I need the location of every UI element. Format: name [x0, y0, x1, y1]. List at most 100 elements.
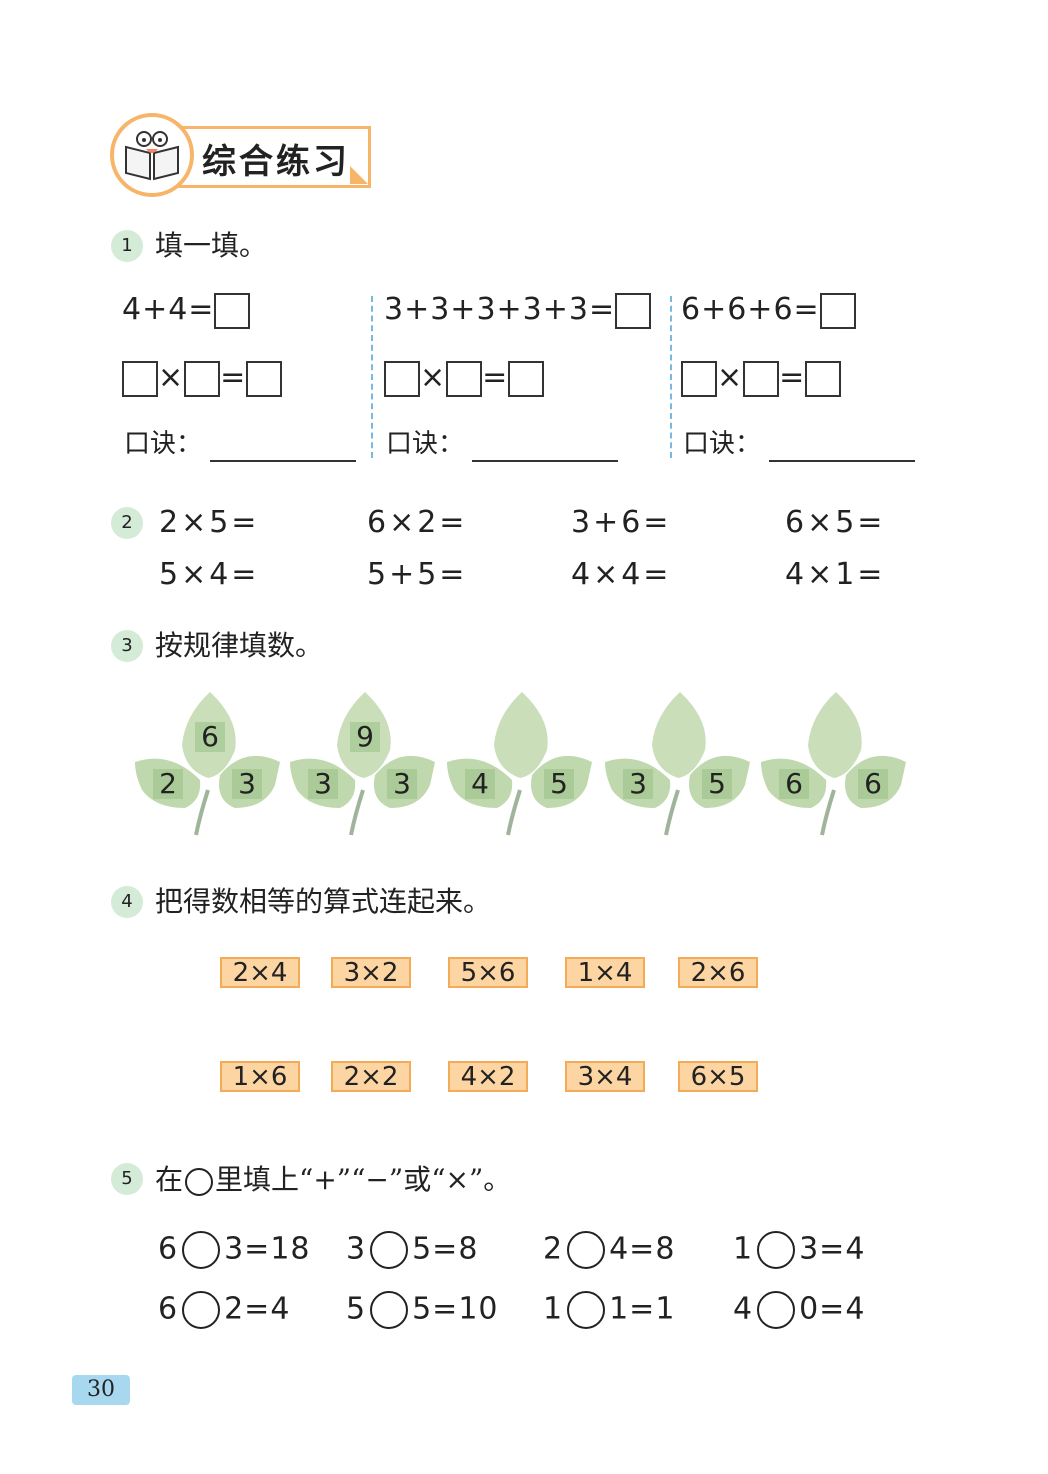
- koujue-row: 口诀：: [683, 426, 916, 462]
- leaf-cluster: [285, 690, 445, 840]
- equation: 4×1=: [785, 557, 886, 592]
- equation: 3+6=: [571, 505, 672, 540]
- leaf-left-number: 4: [465, 769, 495, 799]
- operator-circle[interactable]: [370, 1231, 409, 1269]
- right-side: 4=8: [609, 1231, 676, 1267]
- answer-box[interactable]: [214, 292, 251, 329]
- multiplication-row: ×=: [681, 360, 842, 397]
- multiplication-row: ×=: [384, 360, 545, 397]
- divider: [371, 296, 373, 458]
- leaf-right-number: 3: [387, 769, 417, 799]
- expression-card[interactable]: 1×6: [220, 1061, 300, 1092]
- operator-circle[interactable]: [182, 1231, 221, 1269]
- answer-box[interactable]: [681, 360, 717, 397]
- sum-row: 4+4=: [122, 292, 251, 329]
- operator-equation: 1 1=1: [543, 1291, 675, 1329]
- sum-row: 3+3+3+3+3=: [384, 292, 652, 329]
- left-operand: 3: [346, 1231, 367, 1267]
- answer-box[interactable]: [805, 360, 842, 397]
- answer-box[interactable]: [508, 360, 545, 397]
- leaf-right-number: 6: [858, 769, 888, 799]
- question-number: 1: [111, 230, 143, 262]
- expression-card[interactable]: 2×6: [678, 957, 758, 988]
- leaf-cluster: [442, 690, 602, 840]
- left-operand: 1: [543, 1291, 564, 1327]
- equation: 5+5=: [367, 557, 468, 592]
- answer-box[interactable]: [384, 360, 420, 397]
- equals-sign: =: [779, 360, 806, 395]
- operator-circle[interactable]: [757, 1291, 796, 1329]
- koujue-blank[interactable]: [472, 430, 619, 462]
- leaf-right-number: 5: [702, 769, 732, 799]
- koujue-label: 口诀：: [124, 429, 203, 459]
- koujue-label: 口诀：: [386, 429, 465, 459]
- right-side: 3=4: [799, 1231, 866, 1267]
- operator-circle[interactable]: [370, 1291, 409, 1329]
- equation: 4×4=: [571, 557, 672, 592]
- expression-card[interactable]: 6×5: [678, 1061, 758, 1092]
- expression-card[interactable]: 3×2: [331, 957, 411, 988]
- equation: 6×2=: [367, 505, 468, 540]
- book-mascot-icon: [110, 113, 194, 197]
- title-suffix: 里填上“+”“−”或“×”。: [215, 1163, 512, 1196]
- operator-equation: 1 3=4: [733, 1231, 865, 1269]
- question-title: 把得数相等的算式连起来。: [155, 885, 492, 918]
- leaf-top-number: 6: [195, 722, 225, 752]
- answer-box[interactable]: [246, 360, 283, 397]
- times-sign: ×: [158, 360, 185, 395]
- expression-card[interactable]: 4×2: [448, 1061, 528, 1092]
- answer-box[interactable]: [184, 360, 221, 397]
- equals-sign: =: [220, 360, 247, 395]
- operator-circle[interactable]: [567, 1291, 606, 1329]
- leaf-left-number: 2: [153, 769, 183, 799]
- answer-box[interactable]: [615, 292, 652, 329]
- operator-circle[interactable]: [567, 1231, 606, 1269]
- sum-expression: 6+6+6=: [681, 292, 820, 327]
- koujue-blank[interactable]: [210, 430, 357, 462]
- expression-card[interactable]: 2×4: [220, 957, 300, 988]
- koujue-row: 口诀：: [124, 426, 357, 462]
- left-operand: 4: [733, 1291, 754, 1327]
- sum-expression: 3+3+3+3+3=: [384, 292, 616, 327]
- divider: [670, 296, 672, 458]
- answer-box[interactable]: [743, 360, 780, 397]
- expression-card[interactable]: 5×6: [448, 957, 528, 988]
- koujue-blank[interactable]: [769, 430, 916, 462]
- right-side: 1=1: [609, 1291, 676, 1327]
- leaf-top-number: 9: [350, 722, 380, 752]
- operator-circle[interactable]: [182, 1291, 221, 1329]
- answer-box[interactable]: [122, 360, 158, 397]
- operator-circle[interactable]: [757, 1231, 796, 1269]
- leaf-cluster: [130, 690, 290, 840]
- expression-card[interactable]: 1×4: [565, 957, 645, 988]
- left-operand: 6: [158, 1231, 179, 1267]
- times-sign: ×: [717, 360, 744, 395]
- equals-sign: =: [482, 360, 509, 395]
- leaf-right-number: 3: [232, 769, 262, 799]
- question-title: 在里填上“+”“−”或“×”。: [155, 1162, 511, 1198]
- answer-box[interactable]: [819, 292, 856, 329]
- left-operand: 1: [733, 1231, 754, 1267]
- times-sign: ×: [420, 360, 447, 395]
- sum-expression: 4+4=: [122, 292, 215, 327]
- right-side: 0=4: [799, 1291, 866, 1327]
- title-prefix: 在: [155, 1163, 184, 1196]
- expression-card[interactable]: 2×2: [331, 1061, 411, 1092]
- question-number: 5: [111, 1163, 143, 1195]
- right-side: 5=10: [412, 1291, 499, 1327]
- leaf-left-number: 3: [623, 769, 653, 799]
- koujue-row: 口诀：: [386, 426, 619, 462]
- equation: 5×4=: [159, 557, 260, 592]
- leaf-cluster: [600, 690, 760, 840]
- answer-box[interactable]: [446, 360, 483, 397]
- multiplication-row: ×=: [122, 360, 283, 397]
- expression-card[interactable]: 3×4: [565, 1061, 645, 1092]
- sum-row: 6+6+6=: [681, 292, 856, 329]
- question-number: 4: [111, 886, 143, 918]
- question-number: 3: [111, 630, 143, 662]
- left-operand: 6: [158, 1291, 179, 1327]
